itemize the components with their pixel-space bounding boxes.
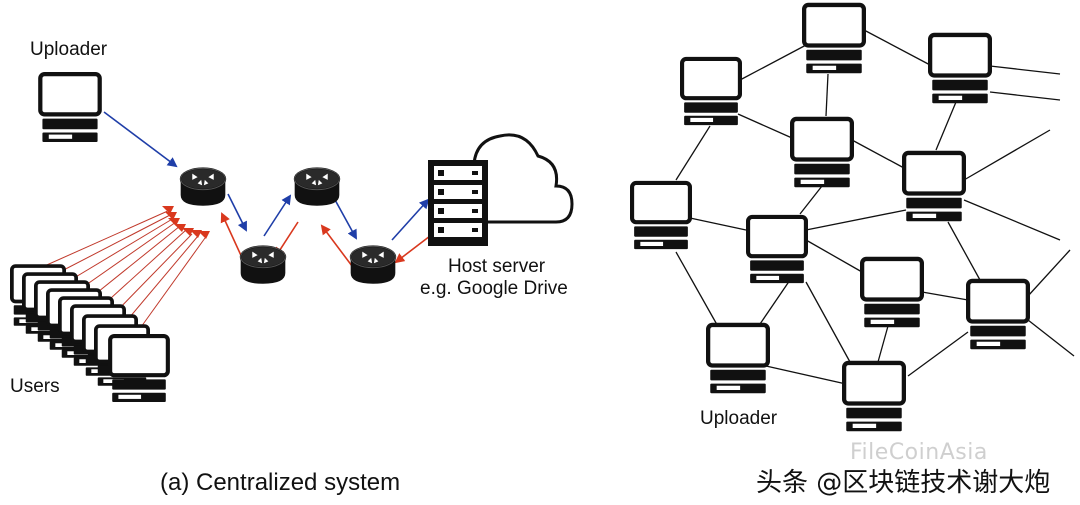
decentralized-network-panel: Uploader [632,5,1075,431]
computer-icon [792,119,852,187]
server-rack-icon [428,160,488,246]
routers [179,167,397,285]
centralized-caption: (a) Centralized system [160,469,400,496]
computer-icon [40,74,99,142]
peer-nodes [632,5,1028,431]
computer-icon [748,217,806,283]
uploader-label-right: Uploader [700,408,778,429]
peer-links [675,29,1075,385]
router-icon [349,245,397,285]
centralized-system-panel: Uploader Users Host server e.g. Google D… [10,39,574,496]
computer-icon [844,363,904,431]
host-server-label: Host server [448,256,546,277]
router-icon [239,245,287,285]
router-icon [293,167,341,207]
user-request-lines [39,209,206,335]
computer-icon [682,59,740,125]
users-label: Users [10,376,60,397]
computer-icon [708,325,768,393]
uploader-label: Uploader [30,39,108,60]
computer-icon [110,336,168,402]
upload-path [103,111,430,241]
computer-icon [862,259,922,327]
router-icon [179,167,227,207]
computer-icon [968,281,1028,349]
computer-icon [904,153,964,221]
user-request-arrowheads [162,206,210,239]
computer-icon [804,5,864,73]
computer-icon [632,183,690,249]
host-server-example: e.g. Google Drive [420,278,568,299]
computer-icon [930,35,990,103]
